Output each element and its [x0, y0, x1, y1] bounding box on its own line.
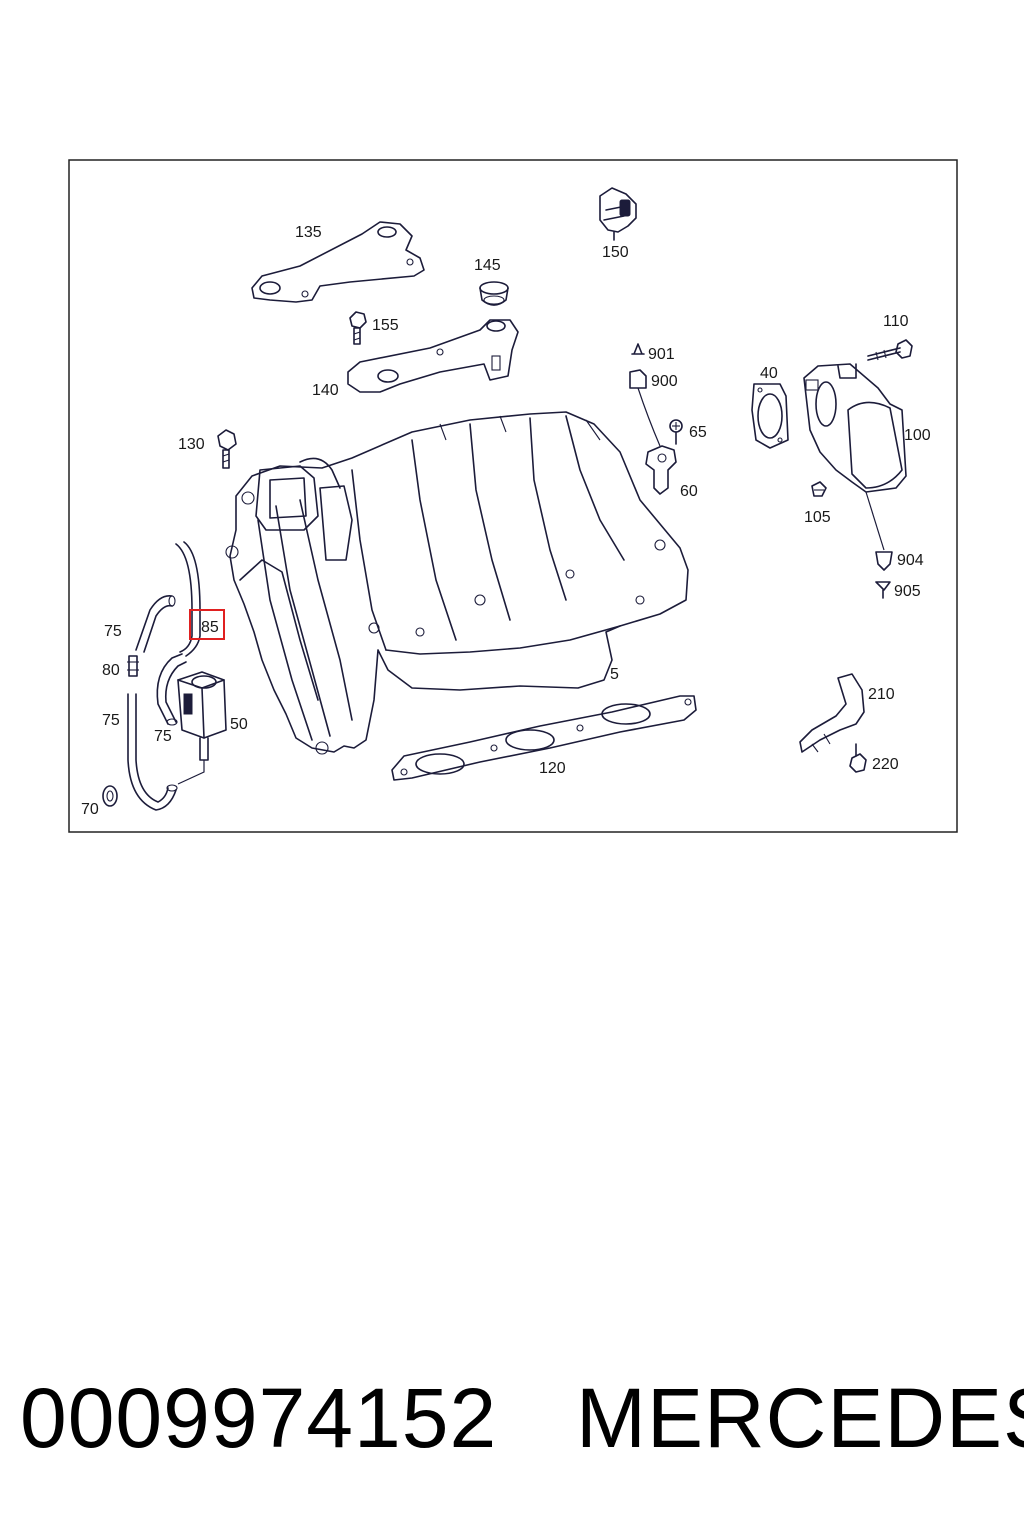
part-904-905-connectors	[865, 491, 893, 599]
part-100-throttle-body	[803, 363, 907, 493]
brand-name: MERCEDES	[576, 1371, 1024, 1465]
callout-150: 150	[602, 244, 629, 261]
callout-65: 65	[689, 424, 707, 441]
part-145-plug	[479, 281, 509, 306]
callout-140: 140	[312, 382, 339, 399]
callout-85: 85	[201, 619, 219, 636]
callout-100: 100	[904, 427, 931, 444]
callout-135: 135	[295, 224, 322, 241]
part-901-900-connectors	[629, 343, 661, 447]
part-75-hose-lower	[127, 693, 205, 811]
callout-labels: 135 145 150 155 140 901 900 110 40 100 1…	[81, 224, 931, 818]
callout-60: 60	[680, 483, 698, 500]
callout-901: 901	[648, 346, 675, 363]
callout-900: 900	[651, 373, 678, 390]
part-40-gasket	[751, 383, 789, 449]
callout-50: 50	[230, 716, 248, 733]
callout-5: 5	[610, 666, 619, 683]
part-150-clip	[599, 187, 637, 241]
callout-155: 155	[372, 317, 399, 334]
callout-130: 130	[178, 436, 205, 453]
part-220-bolt	[849, 743, 867, 773]
callout-210: 210	[868, 686, 895, 703]
part-50-valve	[177, 671, 227, 761]
callout-110: 110	[883, 313, 909, 330]
callout-75-lower: 75	[102, 712, 120, 729]
part-110-bolt	[867, 339, 913, 361]
part-105-clip	[811, 481, 827, 497]
diagram-frame	[68, 159, 958, 833]
part-210-bracket	[799, 673, 865, 753]
callout-905: 905	[894, 583, 921, 600]
callout-904: 904	[897, 552, 924, 569]
part-155-bolt	[349, 311, 367, 345]
footer-caption: 0009974152 MERCEDES	[20, 1368, 1024, 1468]
part-60-sensor	[645, 445, 677, 495]
part-70-washer	[102, 785, 118, 807]
callout-145: 145	[474, 257, 501, 274]
callout-105: 105	[804, 509, 831, 526]
part-number: 0009974152	[20, 1371, 498, 1465]
callout-220: 220	[872, 756, 899, 773]
part-135-bracket	[251, 221, 425, 303]
part-65-screw	[669, 419, 683, 445]
part-120-gasket	[391, 695, 697, 781]
part-5-intake-manifold	[225, 411, 689, 755]
callout-75-middle: 75	[154, 728, 172, 745]
part-75-hose-upper	[135, 594, 176, 653]
part-140-bracket	[347, 319, 519, 393]
callout-85-highlight	[189, 609, 225, 640]
part-75-hose-middle	[156, 653, 187, 726]
callout-120: 120	[539, 760, 566, 777]
part-80-connector	[127, 655, 139, 677]
callout-75-upper: 75	[104, 623, 122, 640]
callout-80: 80	[102, 662, 120, 679]
callout-40: 40	[760, 365, 778, 382]
part-130-bolt	[217, 429, 237, 469]
callout-70: 70	[81, 801, 99, 818]
